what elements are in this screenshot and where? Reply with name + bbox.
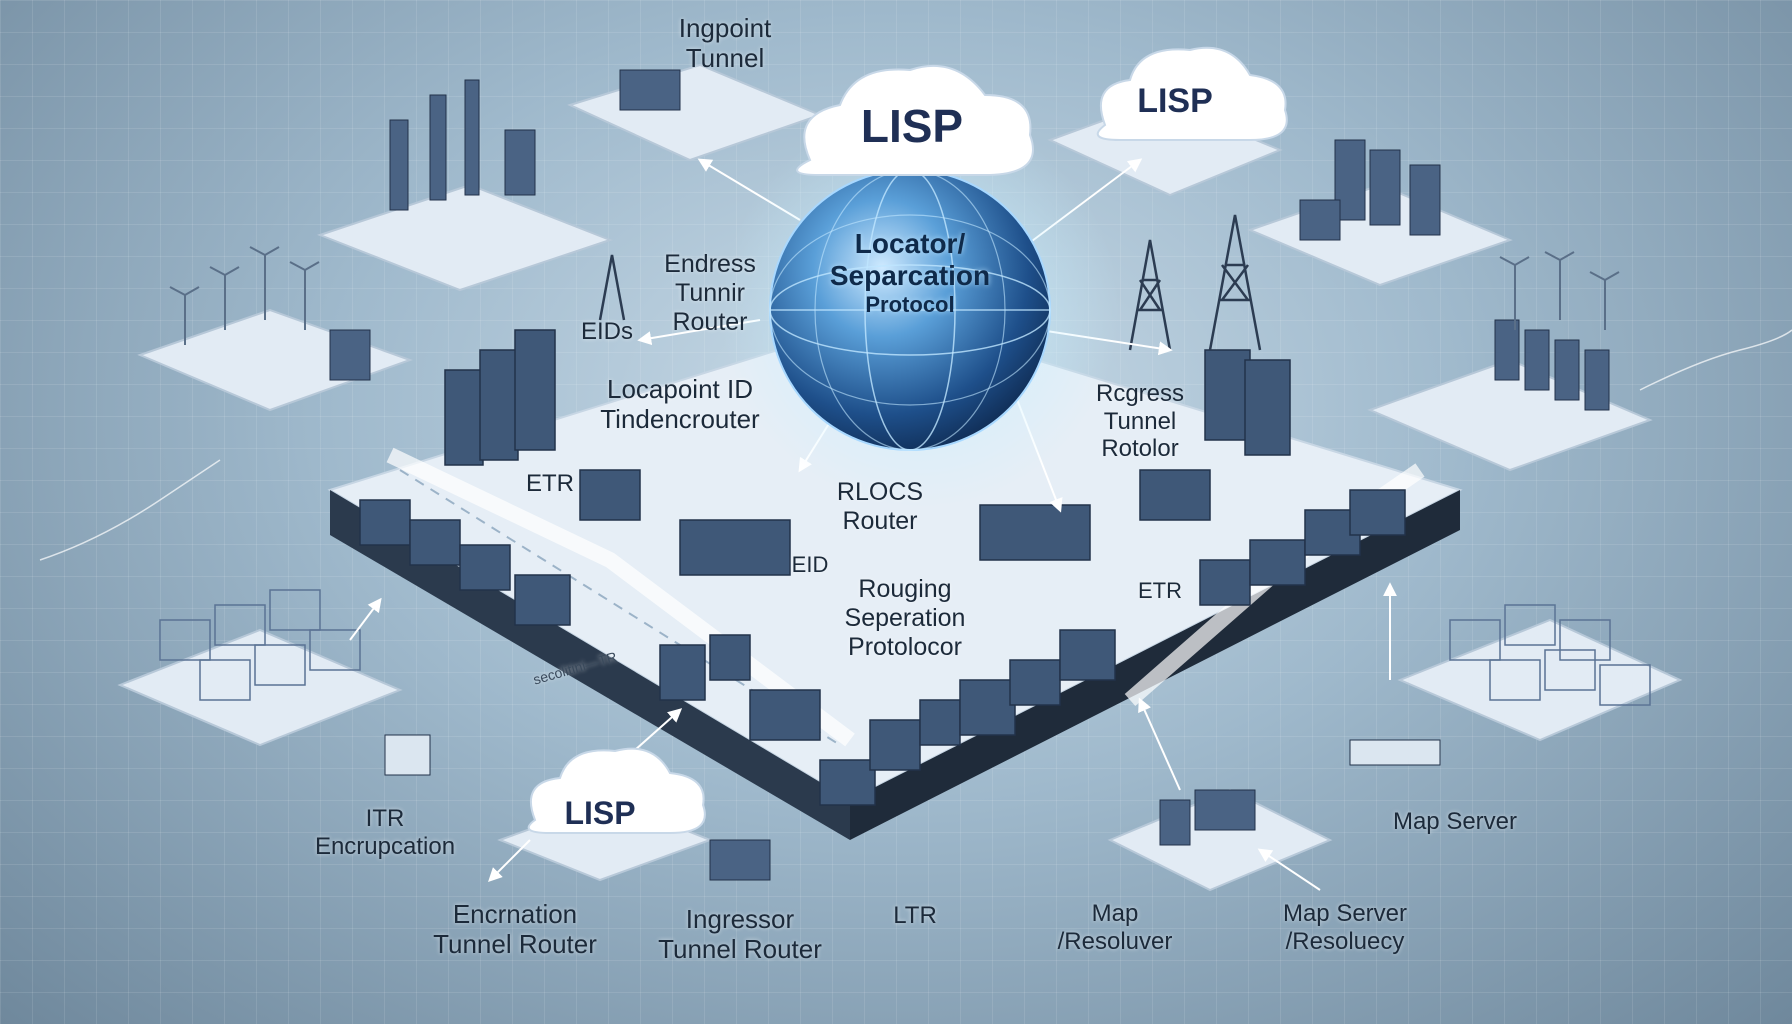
- label-map-server-resolver-line1: Map Server: [1282, 900, 1408, 927]
- label-etr-right: ETR: [1138, 578, 1182, 603]
- globe-label: Locator/ Separcation Protocol: [800, 228, 1020, 318]
- label-rcgress-line3: Rotolor: [1101, 435, 1179, 463]
- cloud-label-top-right: LISP: [1137, 82, 1213, 120]
- label-map-resolver-line2: /Resoluver: [1057, 927, 1173, 955]
- label-encrnation: Encrnation Tunnel Router: [410, 899, 620, 960]
- cloud-label-top-center: LISP: [860, 100, 964, 152]
- label-endress: Endress Tunnir Router: [640, 250, 780, 336]
- label-map-server: Map Server: [1392, 808, 1518, 835]
- label-ingressor-line2: Tunnel Router: [658, 933, 822, 964]
- label-etr-left: ETR: [526, 470, 574, 497]
- label-locapoint-line1: Locapoint ID: [607, 374, 753, 404]
- label-itr-line1: ITR: [365, 805, 405, 832]
- label-encrnation-line2: Tunnel Router: [433, 928, 597, 959]
- globe-label-line1: Locator/: [854, 228, 966, 259]
- decor-line: [1639, 329, 1792, 391]
- label-top-tunnel-line2: Tunnel: [685, 42, 765, 73]
- label-itr: ITR Encrupcation: [285, 805, 485, 860]
- label-rcgress: Rcgress Tunnel Rotolor: [1065, 380, 1215, 463]
- solar-panels: [159, 589, 1651, 706]
- cloud-top-right: [1096, 46, 1288, 141]
- label-endress-line1: Endress: [664, 250, 756, 278]
- label-top-tunnel: Ingpoint Tunnel: [650, 13, 800, 74]
- label-rcgress-line2: Tunnel: [1103, 407, 1177, 435]
- cloud-bottom-left: [527, 747, 706, 834]
- label-rlocs: RLOCS Router: [820, 478, 940, 536]
- label-endress-line3: Router: [672, 307, 748, 336]
- label-itr-line2: Encrupcation: [314, 832, 456, 860]
- label-ltr: LTR: [893, 902, 937, 929]
- label-eids: EIDs: [580, 318, 633, 345]
- label-encrnation-line1: Encrnation: [452, 899, 578, 929]
- label-map-resolver: Map /Resoluver: [1035, 900, 1195, 955]
- globe-label-line3: Protocol: [865, 292, 955, 318]
- label-rouging: Rouging Seperation Protolocor: [815, 575, 995, 661]
- label-endress-line2: Tunnir: [675, 278, 745, 307]
- label-map-server-resolver: Map Server /Resoluecy: [1250, 900, 1440, 955]
- label-rlocs-line2: Router: [842, 506, 918, 535]
- label-rcgress-line1: Rcgress: [1095, 380, 1185, 407]
- label-locapoint-line2: Tindencrouter: [600, 403, 760, 434]
- decor-line-left: [39, 459, 221, 561]
- wind-turbines: [169, 246, 1620, 345]
- label-rouging-line2: Seperation: [844, 603, 966, 632]
- label-top-tunnel-line1: Ingpoint: [678, 13, 772, 43]
- label-map-server-resolver-line2: /Resoluecy: [1285, 927, 1405, 955]
- label-ingressor: Ingressor Tunnel Router: [635, 904, 845, 965]
- label-rouging-line3: Protolocor: [848, 632, 962, 661]
- satellite-buildings: [329, 69, 1610, 881]
- label-map-resolver-line1: Map: [1091, 900, 1139, 927]
- satellite-platforms: [117, 63, 1683, 892]
- globe: [769, 169, 1051, 451]
- label-ingressor-line1: Ingressor: [685, 904, 795, 934]
- cloud-label-bottom-left: LISP: [564, 795, 636, 831]
- label-rouging-line1: Rouging: [858, 575, 952, 603]
- label-rlocs-line1: RLOCS: [836, 478, 924, 506]
- platform-buildings: [359, 329, 1406, 806]
- radio-towers: [598, 214, 1262, 351]
- globe-label-line2: Separcation: [829, 260, 991, 292]
- label-eid: EID: [791, 552, 829, 577]
- cloud-top-center: [796, 64, 1034, 176]
- label-locapoint: Locapoint ID Tindencrouter: [575, 374, 785, 435]
